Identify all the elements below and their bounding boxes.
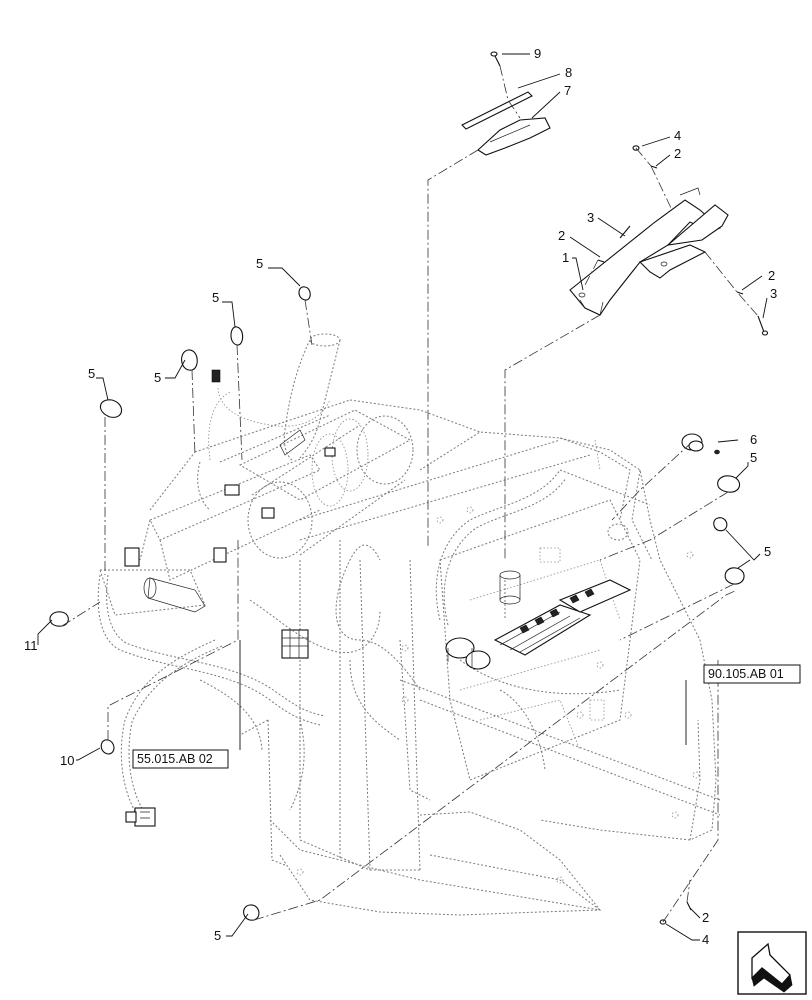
reference-link-90-105[interactable]: 90.105.AB 01 (703, 664, 801, 684)
next-page-arrow-icon[interactable] (737, 931, 807, 995)
callout-11: 11 (24, 638, 38, 653)
callout-6: 6 (750, 432, 757, 447)
callout-3-left: 3 (587, 210, 594, 225)
callout-labels: 9 8 7 4 2 3 2 1 2 3 5 5 5 5 6 5 5 11 10 … (24, 46, 777, 947)
callout-2-left: 2 (558, 228, 565, 243)
callout-3-right: 3 (770, 286, 777, 301)
assembly-center-lines (61, 65, 759, 923)
callout-5-a: 5 (256, 256, 263, 271)
reference-boxes: 55.015.AB 02 90.105.AB 01 (132, 664, 801, 769)
parts-7-8-cover-seal (461, 91, 551, 156)
right-harness-modules (335, 439, 651, 771)
callout-5-d: 5 (88, 366, 95, 381)
callout-5-b: 5 (212, 290, 219, 305)
callout-2-right: 2 (768, 268, 775, 283)
callout-1: 1 (562, 250, 569, 265)
callout-5-e: 5 (750, 450, 757, 465)
callout-5-g: 5 (214, 928, 221, 943)
left-wiring-harness (97, 387, 381, 827)
callout-9: 9 (534, 46, 541, 61)
reference-link-55-015[interactable]: 55.015.AB 02 (132, 749, 229, 769)
engine-air-cleaner-assembly (99, 333, 414, 659)
callout-5-f: 5 (764, 544, 771, 559)
callout-leaders (37, 53, 768, 941)
callout-10: 10 (60, 753, 74, 768)
part-1-bracket (569, 187, 729, 316)
reference-label-90-105: 90.105.AB 01 (708, 667, 784, 681)
callout-4-top: 4 (674, 128, 681, 143)
callout-2-top: 2 (674, 146, 681, 161)
callout-2-bottom: 2 (702, 910, 709, 925)
fasteners (490, 51, 769, 925)
machine-frame-outline (149, 399, 721, 916)
callout-7: 7 (564, 83, 571, 98)
callout-5-c: 5 (154, 370, 161, 385)
reference-label-55-015: 55.015.AB 02 (137, 752, 213, 766)
callout-4-bottom: 4 (702, 932, 709, 947)
callout-8: 8 (565, 65, 572, 80)
